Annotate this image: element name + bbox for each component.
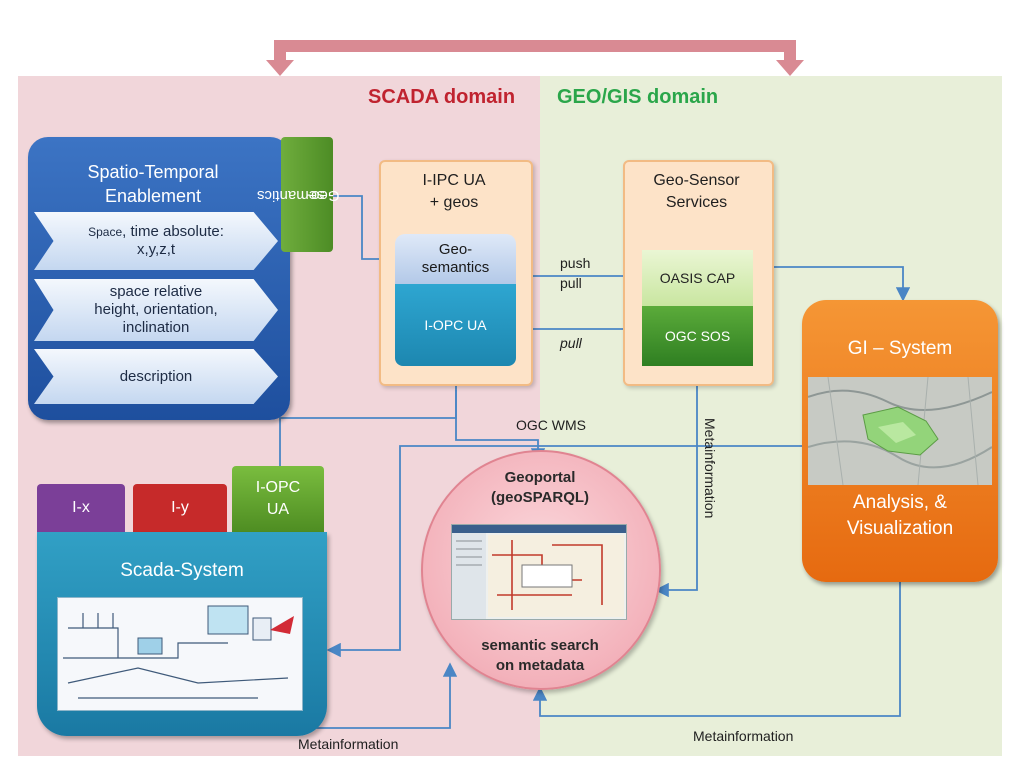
gi-analysis-line2: Visualization — [846, 518, 954, 539]
gs-title-line2: Services — [665, 194, 728, 211]
tab-opc-ua: I-OPC UA — [232, 466, 324, 532]
scada-domain-title: SCADA domain — [368, 86, 516, 108]
link-meta-gi-portal — [532, 582, 901, 717]
ipc-geosem-line1: Geo- — [438, 241, 473, 258]
ipc-geosem-line2: semantics — [421, 259, 490, 276]
chevron1-prefix: Space — [88, 225, 123, 239]
tab-opc-line2: UA — [266, 501, 290, 518]
link-meta-portal — [654, 382, 698, 598]
chevron1-line1: Space, time absolute: — [88, 223, 224, 241]
chevron-space-time: Space, time absolute: x,y,z,t — [34, 212, 278, 270]
geoportal-search-line1: semantic search — [481, 637, 599, 654]
geoportal-title-line2: (geoSPARQL) — [490, 489, 590, 506]
gi-analysis-line1: Analysis, & — [853, 492, 947, 513]
ipc-title-line2: + geos — [429, 194, 479, 211]
chevron3-label: description — [119, 367, 193, 385]
ipc-ua-title: I-IPC UA + geos — [381, 170, 527, 214]
chevron1-main: , time absolute: — [122, 223, 224, 240]
geoportal-screenshot-thumbnail-icon — [451, 524, 627, 620]
link-oasis-gi — [753, 266, 911, 302]
geoportal-title: Geoportal (geoSPARQL) — [445, 468, 635, 508]
geosemantics-vertical-label: Geo-semantics — [257, 161, 339, 229]
gs-title-line1: Geo-Sensor — [653, 172, 740, 189]
metainformation-vertical-label: Metainformation — [702, 418, 718, 519]
pull-return-label: pull — [560, 335, 582, 351]
geoportal-search-label: semantic search on metadata — [445, 636, 635, 676]
ipc-opc-block: I-OPC UA — [395, 284, 516, 366]
pull-label: pull — [560, 275, 582, 291]
geosem-vert-line2: semantics — [257, 186, 325, 204]
tab-ix: I-x — [37, 484, 125, 532]
gi-system-title: GI – System — [847, 338, 953, 359]
chevron2-line2: height, orientation, — [94, 301, 218, 318]
scada-diagram-thumbnail-icon — [57, 597, 303, 711]
push-label: push — [560, 255, 591, 271]
chevron1-line2: x,y,z,t — [136, 241, 176, 258]
geoportal-search-line2: on metadata — [495, 657, 585, 674]
tab-iy: I-y — [133, 484, 227, 532]
spatio-temporal-title: Spatio-Temporal Enablement — [38, 160, 268, 208]
geoportal-title-line1: Geoportal — [504, 469, 576, 486]
link-gi-scada — [326, 445, 802, 658]
ipc-geosemantics-block: Geo- semantics — [395, 234, 516, 284]
chevron-description: description — [34, 349, 278, 404]
metainformation-left-label: Metainformation — [298, 736, 399, 752]
oasis-cap-block: OASIS CAP — [642, 250, 753, 306]
chevron2-line1: space relative — [109, 283, 203, 300]
geosemantics-tab: Geo-semantics — [257, 137, 340, 252]
push-pull-label: push pull — [560, 253, 590, 293]
spatio-title-line1: Spatio-Temporal — [87, 162, 219, 182]
tab-opc-line1: I-OPC — [255, 479, 301, 496]
geo-sensor-title: Geo-Sensor Services — [625, 170, 768, 214]
metainformation-right-label: Metainformation — [693, 728, 794, 744]
chevron2-line3: inclination — [122, 319, 190, 336]
spatio-title-line2: Enablement — [104, 186, 202, 206]
ipc-title-line1: I-IPC UA — [422, 172, 486, 189]
ogc-wms-label: OGC WMS — [516, 417, 586, 433]
scada-system-title: Scada-System — [120, 560, 244, 581]
domain-bridge-arrow — [266, 40, 804, 76]
gi-analysis-label: Analysis, & Visualization — [802, 490, 998, 542]
link-wms-portal — [455, 390, 546, 463]
map-thumbnail-icon — [808, 377, 992, 485]
chevron-space-relative: space relative height, orientation, incl… — [34, 279, 278, 341]
geo-domain-title: GEO/GIS domain — [557, 86, 719, 108]
ogc-sos-block: OGC SOS — [642, 306, 753, 366]
link-geosem-ipc — [333, 195, 397, 267]
